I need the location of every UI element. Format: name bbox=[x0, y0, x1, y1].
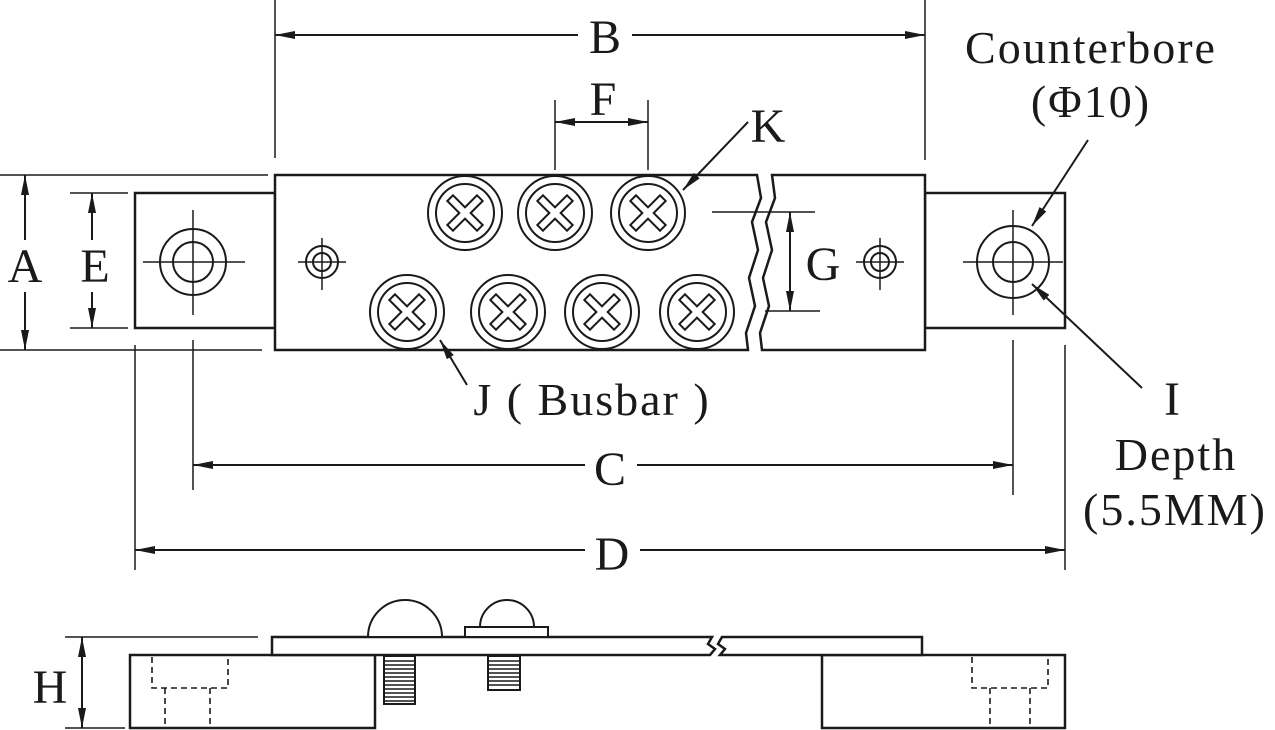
busbar-plate-side-left bbox=[270, 635, 717, 657]
screw-bottom-4 bbox=[659, 274, 735, 350]
dimension-a: A bbox=[0, 174, 268, 351]
depth-value: (5.5MM) bbox=[1083, 484, 1267, 535]
callout-counterbore: Counterbore (Φ10) bbox=[965, 22, 1217, 227]
dimension-e: E bbox=[70, 192, 128, 329]
screw-thread-2 bbox=[487, 655, 521, 691]
dimension-d: D bbox=[134, 345, 1066, 581]
dimension-g-label: G bbox=[806, 238, 841, 291]
left-foot-side bbox=[128, 653, 377, 730]
dimension-f-label: F bbox=[590, 73, 617, 126]
callout-depth: I Depth (5.5MM) bbox=[1031, 283, 1267, 535]
dimension-e-label: E bbox=[80, 240, 109, 293]
left-mounting-foot bbox=[133, 191, 277, 330]
busbar-label: J ( Busbar ) bbox=[473, 374, 710, 425]
right-foot-side bbox=[820, 653, 1067, 730]
callout-busbar: J ( Busbar ) bbox=[439, 339, 710, 425]
screw-head-dome-2 bbox=[478, 599, 536, 628]
dimension-a-label: A bbox=[8, 240, 43, 293]
screw-bottom-3 bbox=[564, 274, 640, 350]
dimension-b-label: B bbox=[589, 11, 621, 64]
screw-bottom-2 bbox=[470, 274, 546, 350]
busbar-plate-right bbox=[758, 173, 927, 352]
dimension-h-label: H bbox=[33, 661, 68, 714]
counterbore-label: Counterbore bbox=[965, 22, 1217, 73]
right-small-hole bbox=[856, 238, 904, 290]
screw-thread-1 bbox=[383, 655, 416, 705]
screw-top-2 bbox=[517, 175, 593, 251]
depth-letter-label: I bbox=[1164, 373, 1180, 426]
dimension-b: B bbox=[274, 0, 926, 160]
callout-k-label: K bbox=[751, 100, 786, 153]
depth-label: Depth bbox=[1115, 429, 1237, 480]
busbar-plate-side-right bbox=[716, 635, 924, 657]
screw-top-1 bbox=[427, 175, 503, 251]
left-small-hole bbox=[298, 238, 346, 290]
right-mounting-foot bbox=[923, 191, 1067, 330]
right-foot-hidden-counterbore bbox=[971, 657, 1049, 727]
counterbore-diameter: (Φ10) bbox=[1031, 76, 1151, 127]
left-mounting-hole bbox=[143, 210, 245, 315]
dimension-c-label: C bbox=[594, 443, 626, 496]
dimension-f: F bbox=[554, 73, 649, 170]
side-view bbox=[128, 599, 1067, 730]
right-counterbore-hole bbox=[963, 210, 1063, 315]
screw-bottom-1 bbox=[369, 274, 445, 350]
callout-k: K bbox=[682, 100, 786, 191]
dimension-d-label: D bbox=[595, 528, 630, 581]
screw-top-3 bbox=[610, 175, 686, 251]
screw-washer bbox=[464, 626, 549, 638]
dimension-c: C bbox=[192, 340, 1014, 496]
left-foot-hidden-counterbore bbox=[151, 657, 229, 727]
top-view bbox=[133, 173, 1067, 352]
dimension-h: H bbox=[33, 636, 258, 729]
screw-head-dome-1 bbox=[366, 599, 444, 638]
dimension-g: G bbox=[712, 211, 841, 312]
